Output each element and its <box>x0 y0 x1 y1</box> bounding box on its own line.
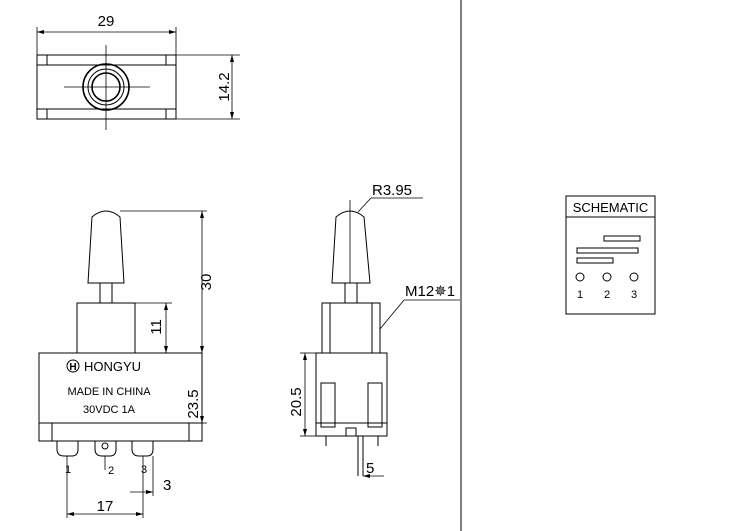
thread-label: M12✵1 <box>405 283 455 300</box>
terminal-3-circle <box>629 272 639 282</box>
front-view: 1 2 3 H HONGYU MADE IN CHINA 30VDC 1A 30… <box>38 210 215 518</box>
schematic-box: SCHEMATIC 1 2 3 <box>565 195 656 315</box>
height-11-label: 11 <box>148 319 165 335</box>
height-23-5-label: 23.5 <box>185 389 202 418</box>
side-pin-label: 5 <box>366 460 374 477</box>
terminal-1-label: 1 <box>577 289 583 301</box>
top-view: 29 14.2 <box>36 13 240 130</box>
height-30-label: 30 <box>198 274 215 291</box>
side-height-label: 20.5 <box>288 387 305 416</box>
pin-offset-label: 3 <box>163 477 171 494</box>
origin-text: MADE IN CHINA <box>67 386 151 398</box>
terminal-3-label: 3 <box>631 289 637 301</box>
pin-2-label: 2 <box>108 465 114 477</box>
brand-logo: H <box>69 362 76 373</box>
terminal-1-circle <box>575 272 585 282</box>
pin-spacing-label: 17 <box>97 498 114 515</box>
terminal-2-circle <box>602 272 612 282</box>
rating-text: 30VDC 1A <box>83 404 136 416</box>
side-view: R3.95 M12✵1 20.5 5 <box>288 182 460 478</box>
top-height-label: 14.2 <box>216 72 233 101</box>
radius-label: R3.95 <box>372 182 412 199</box>
brand-name: HONGYU <box>84 359 141 374</box>
pin-1-label: 1 <box>65 464 71 476</box>
terminal-2-label: 2 <box>604 289 610 301</box>
top-width-label: 29 <box>98 13 115 30</box>
pin-3-label: 3 <box>141 464 147 476</box>
schematic-title: SCHEMATIC <box>573 200 649 215</box>
